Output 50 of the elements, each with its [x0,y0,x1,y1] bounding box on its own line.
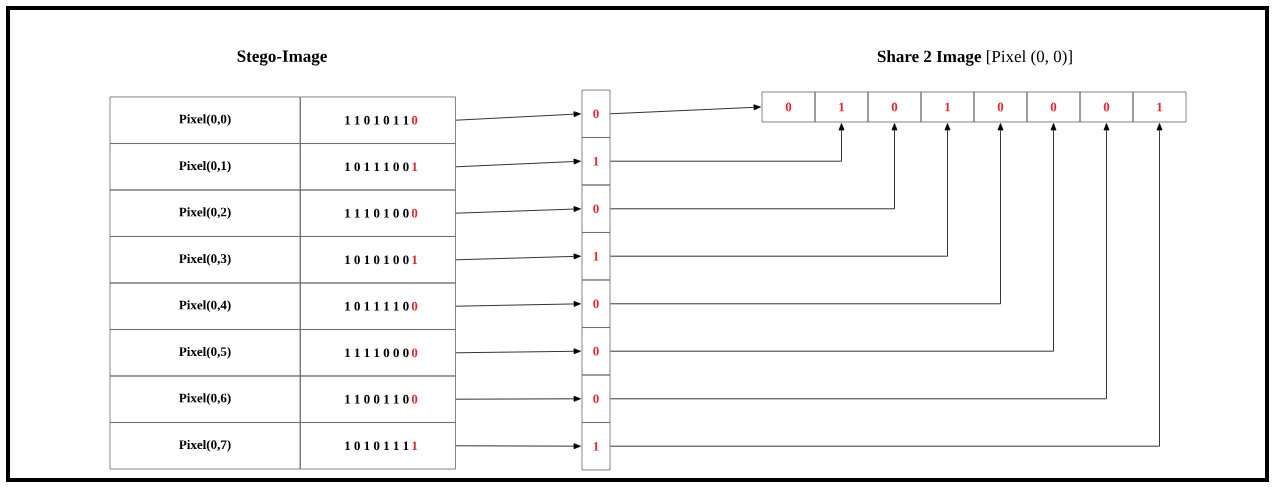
binary-cell: 1 1 1 0 1 0 0 0 [300,189,456,237]
share-cell: 0 [761,91,816,123]
bit-cell: 0 [581,327,611,376]
share-cell: 0 [1079,91,1134,123]
share-cell: 1 [814,91,869,123]
bit-cell: 1 [581,422,611,471]
binary-cell: 1 0 1 1 1 1 0 0 [300,282,456,330]
arrow [455,253,581,261]
share-cell: 1 [920,91,975,123]
arrow [455,111,581,121]
binary-cell: 1 0 1 1 1 0 0 1 [300,143,456,191]
binary-cell: 1 0 1 0 1 0 0 1 [300,236,456,284]
bit-cell: 1 [581,137,611,186]
pixel-cell: Pixel(0,5) [109,329,301,377]
pixel-cell: Pixel(0,1) [109,143,301,191]
pixel-cell: Pixel(0,6) [109,375,301,423]
arrow [455,206,581,214]
pixel-cell: Pixel(0,7) [109,422,301,470]
arrow [610,104,761,115]
binary-cell: 1 0 1 0 1 1 1 1 [300,422,456,470]
arrow [610,123,845,162]
arrow [455,395,581,402]
arrow [610,123,951,257]
pixel-cell: Pixel(0,4) [109,282,301,330]
bit-cell: 0 [581,184,611,233]
bit-cell: 0 [581,279,611,328]
stego-heading: Stego-Image [237,50,327,66]
bit-cell: 0 [581,374,611,423]
share-heading: Share 2 Image [Pixel (0, 0)] [877,50,1072,66]
share-cell: 0 [1026,91,1081,123]
arrow [610,123,898,210]
arrow [610,123,1004,305]
share-cell: 0 [867,91,922,123]
arrow [455,301,581,307]
pixel-cell: Pixel(0,2) [109,189,301,237]
binary-cell: 1 1 1 1 0 0 0 0 [300,329,456,377]
binary-cell: 1 1 0 0 1 1 0 0 [300,375,456,423]
bit-cell: 0 [581,89,611,138]
bit-cell: 1 [581,232,611,281]
arrow [455,443,581,450]
arrow [455,348,581,355]
arrow [455,158,581,168]
arrow [610,123,1110,400]
binary-cell: 1 1 0 1 0 1 1 0 [300,96,456,144]
share-cell: 1 [1132,91,1187,123]
pixel-cell: Pixel(0,0) [109,96,301,144]
arrow [610,123,1057,352]
pixel-cell: Pixel(0,3) [109,236,301,284]
arrow [610,123,1163,447]
share-cell: 0 [973,91,1028,123]
